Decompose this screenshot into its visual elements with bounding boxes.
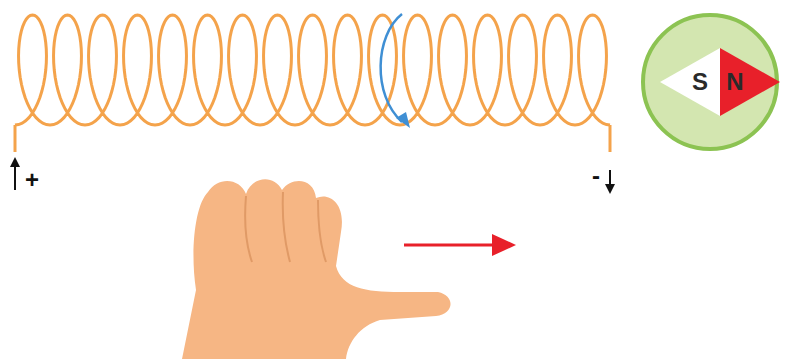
terminal-sign: - bbox=[592, 164, 600, 188]
solenoid-coil bbox=[15, 15, 610, 152]
coil-winding bbox=[15, 15, 610, 125]
pole-label: N bbox=[726, 70, 743, 94]
field-direction-arrow bbox=[404, 244, 495, 247]
arrow-head bbox=[492, 234, 516, 256]
compass-outline bbox=[640, 12, 780, 152]
coil-lead bbox=[609, 125, 612, 152]
terminal-sign: + bbox=[25, 168, 39, 192]
terminal-arrow bbox=[14, 165, 16, 190]
needle-north bbox=[720, 48, 780, 116]
arrow-head bbox=[396, 112, 410, 128]
current-direction-arrow bbox=[381, 14, 402, 122]
terminal-arrow bbox=[609, 170, 611, 186]
right-hand bbox=[182, 179, 451, 359]
coil-lead bbox=[14, 125, 17, 152]
arrow-head bbox=[605, 184, 615, 194]
arrow-head bbox=[10, 157, 20, 167]
pole-label: S bbox=[692, 70, 708, 94]
finger-lines bbox=[245, 192, 326, 262]
compass: SN bbox=[640, 12, 780, 152]
needle-south bbox=[660, 48, 720, 116]
